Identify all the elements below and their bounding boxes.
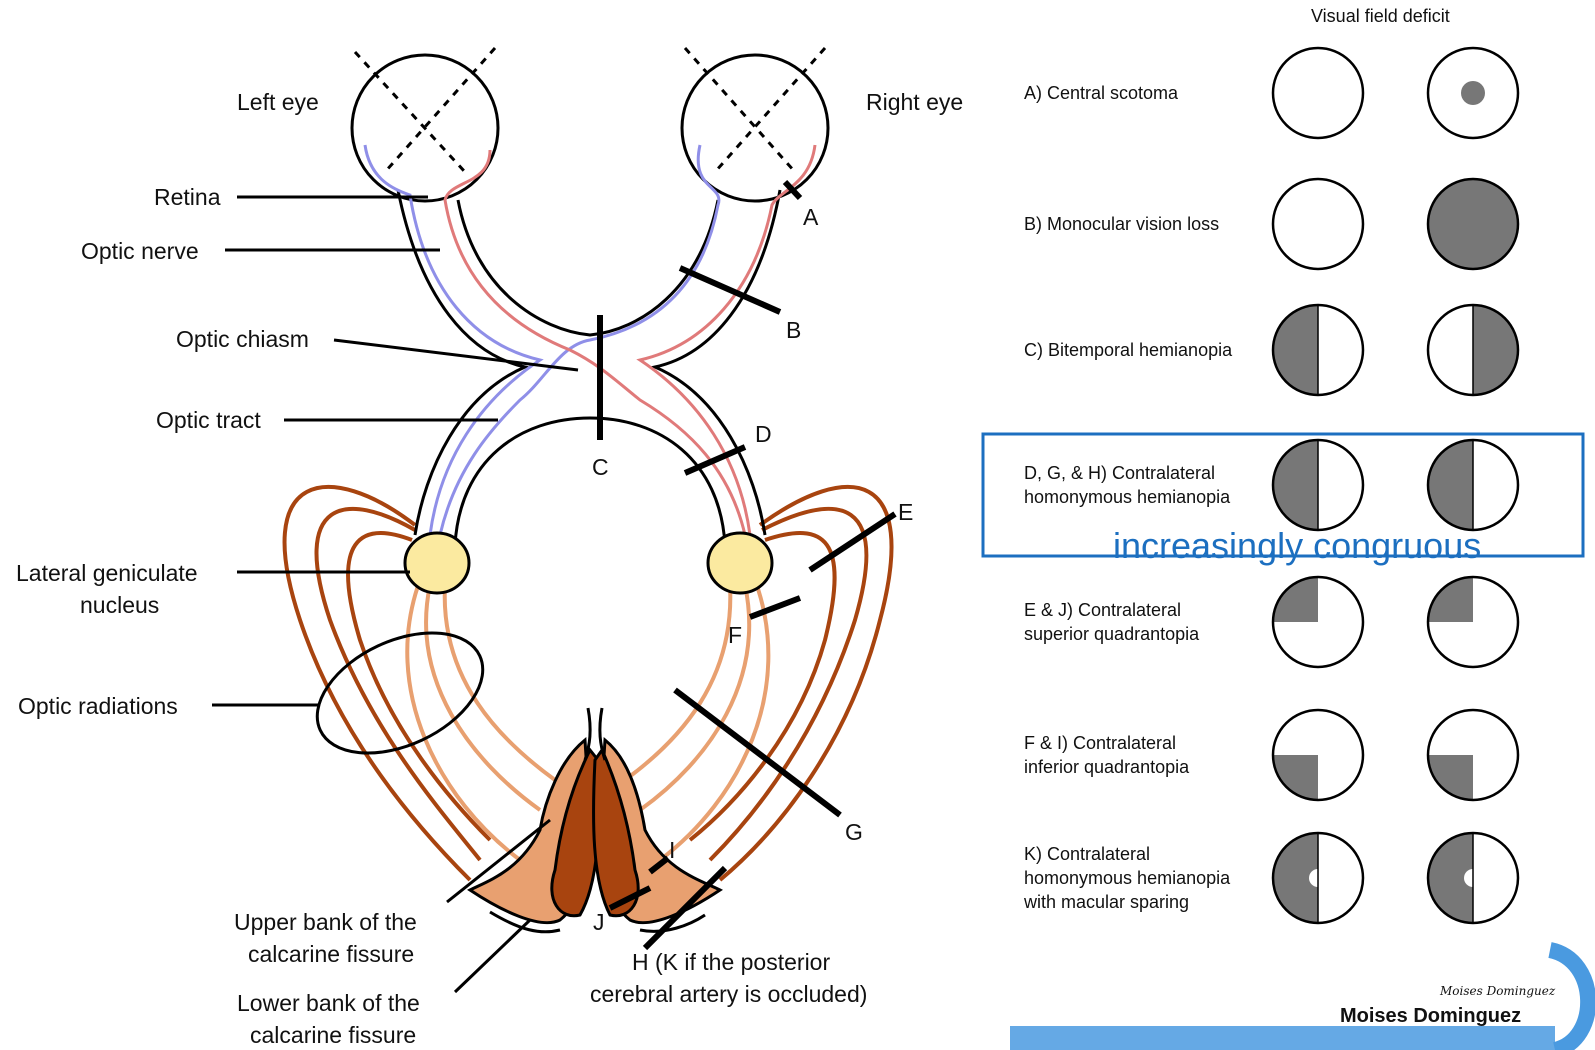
visual-field-right-a [1428,48,1518,138]
right-lgn [708,533,772,593]
label-retina: Retina [154,184,221,210]
deficit-label-ej-line2: superior quadrantopia [1024,624,1200,644]
anatomy-labels: Left eye Right eye Retina Optic nerve Op… [16,89,963,1048]
label-optic-nerve: Optic nerve [81,238,199,264]
deficit-label-dgh-line2: homonymous hemianopia [1024,487,1231,507]
visual-field-right-b [1428,179,1518,269]
deficit-label-fi-line1: F & I) Contralateral [1024,733,1176,753]
label-h-note-line1: H (K if the posterior [632,949,830,975]
signature-script: Moises Dominguez [1439,984,1556,998]
lesion-b-bar [680,268,780,312]
label-lower-bank-line2: calcarine fissure [250,1022,416,1048]
lesion-f-bar [750,598,800,617]
deficit-label-ej-line1: E & J) Contralateral [1024,600,1181,620]
visual-field-left-fi [1273,710,1363,800]
deficit-label-c-line1: C) Bitemporal hemianopia [1024,340,1233,360]
visual-field-right-ej [1428,577,1518,667]
lesion-letter-e: E [898,499,913,525]
label-lgn-line2: nucleus [80,592,159,618]
visual-field-right-fi [1428,710,1518,800]
label-optic-radiations: Optic radiations [18,693,178,719]
lesion-letter-f: F [728,622,742,648]
deficit-rows: A) Central scotoma B) Monocular vision lo… [1023,48,1518,923]
visual-field-left-dgh [1273,440,1363,530]
label-lower-bank-line1: Lower bank of the [237,990,420,1016]
label-right-eye: Right eye [866,89,963,115]
label-h-note-line2: cerebral artery is occluded) [590,981,867,1007]
temporal-fibers [445,145,815,535]
deficit-label-k-line1: K) Contralateral [1024,844,1150,864]
signature-name: Moises Dominguez [1340,1005,1521,1027]
label-optic-chiasm: Optic chiasm [176,326,309,352]
lesion-letter-g: G [845,819,863,845]
deficit-label-fi-line2: inferior quadrantopia [1024,757,1190,777]
lesion-letter-j: J [593,909,605,935]
visual-field-right-k [1428,833,1518,923]
deficit-label-a-line1: A) Central scotoma [1024,83,1179,103]
left-lgn [405,533,469,593]
visual-field-left-ej [1273,577,1363,667]
lesion-letter-c: C [592,454,609,480]
deficit-label-k-line3: with macular sparing [1023,892,1189,912]
lesion-letter-d: D [755,421,772,447]
label-left-eye: Left eye [237,89,319,115]
lesion-letter-b: B [786,317,801,343]
visual-field-left-k [1273,833,1363,923]
label-lgn-line1: Lateral geniculate [16,560,198,586]
visual-field-left-c [1273,305,1363,395]
label-upper-bank-line2: calcarine fissure [248,941,414,967]
visual-field-left-a [1273,48,1363,138]
deficit-label-k-line2: homonymous hemianopia [1024,868,1231,888]
nasal-fibers [365,145,719,535]
label-upper-bank-line1: Upper bank of the [234,909,417,935]
lesion-letter-a: A [803,204,819,230]
deficit-panel-header: Visual field deficit [1311,6,1450,26]
visual-field-right-c [1428,305,1518,395]
deficit-label-b-line1: B) Monocular vision loss [1024,214,1219,234]
deficit-label-dgh-line1: D, G, & H) Contralateral [1024,463,1215,483]
visual-field-right-dgh [1428,440,1518,530]
lesion-letter-i: I [669,837,675,863]
visual-field-left-b [1273,179,1363,269]
label-optic-tract: Optic tract [156,407,261,433]
highlight-text: increasingly congruous [1113,525,1481,566]
watermark [1010,950,1588,1050]
